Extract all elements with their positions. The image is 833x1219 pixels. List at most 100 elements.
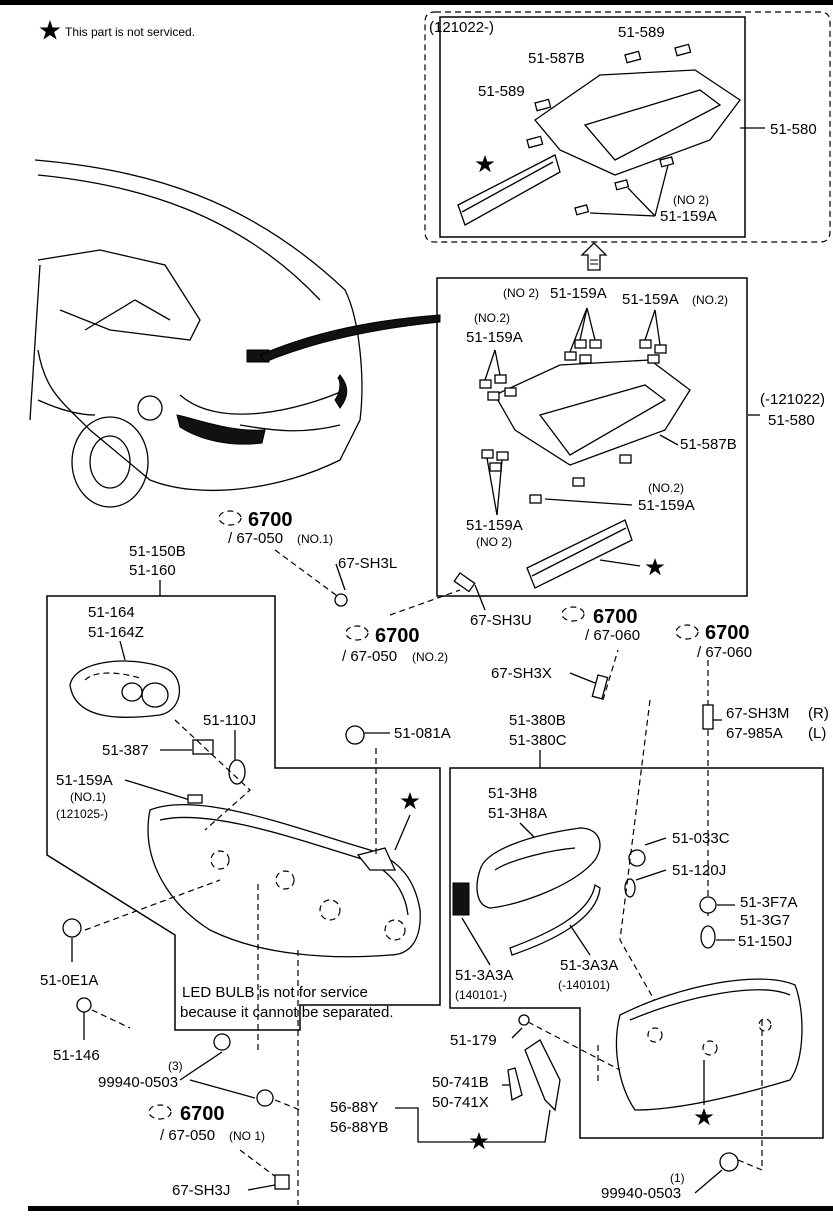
bulb-code-2: 6700 / 67-050 (NO.2) (342, 625, 448, 665)
socket-67-sh3l (334, 593, 348, 607)
top-border (0, 0, 833, 5)
clip-51-179 (518, 1014, 530, 1026)
bulb-code-5: 6700 / 67-050 (NO 1) (148, 1103, 265, 1144)
code-no1-5: (NO 1) (229, 1129, 265, 1143)
socket-51-387 (192, 739, 214, 755)
star-icon (645, 558, 665, 576)
bulb-icon (561, 606, 585, 622)
socket-67-sh3u (453, 572, 476, 593)
bulb-51-150j (700, 925, 716, 949)
code-67-060-3: / 67-060 (585, 627, 640, 644)
label-67-sh3l: 67-SH3L (338, 555, 397, 572)
label-51-159a-left: 51-159A (56, 772, 113, 789)
reflector-51-3a3a (452, 882, 470, 916)
nut-99940-right (719, 1152, 739, 1172)
not-serviced-note: This part is not serviced. (39, 20, 195, 40)
label-67-sh3x: 67-SH3X (491, 665, 552, 682)
label-51-160: 51-160 (129, 562, 176, 579)
label-67-sh3j: 67-SH3J (172, 1182, 230, 1199)
label-date-mid: (-121022) (760, 391, 825, 408)
star-icon (39, 20, 61, 40)
clip-51-146 (76, 997, 92, 1013)
socket-51-033c (628, 849, 646, 867)
label-no2-mid-bottom: (NO 2) (476, 535, 512, 549)
label-56-88y: 56-88Y (330, 1099, 378, 1116)
nut-99940-left (213, 1033, 231, 1051)
middle-inset-box: (NO 2) 51-159A 51-159A (NO.2) (NO.2) 51-… (436, 277, 825, 597)
label-no2-mid-top: (NO 2) (503, 286, 539, 300)
label-51-589-a: 51-589 (618, 24, 665, 41)
middle-frame (436, 277, 748, 597)
bulb-code-4: 6700 / 67-060 (675, 622, 752, 661)
label-51-587b-upper: 51-587B (528, 50, 585, 67)
code-6700-3: 6700 (593, 606, 638, 628)
led-note-line2: because it cannot be separated. (180, 1004, 394, 1021)
label-51-159a-mid-right: 51-159A (622, 291, 679, 308)
label-51-580-upper: 51-580 (770, 121, 817, 138)
label-51-0e1a: 51-0E1A (40, 972, 98, 989)
garnish-50-741 (524, 1039, 561, 1112)
code-67-060-4: / 67-060 (697, 644, 752, 661)
label-51-179: 51-179 (450, 1032, 497, 1049)
label-50-741b: 50-741B (432, 1074, 489, 1091)
label-qty1: (1) (670, 1171, 685, 1185)
label-51-033c: 51-033C (672, 830, 730, 847)
bulb-icon (345, 625, 369, 641)
label-99940-0503-right: 99940-0503 (601, 1185, 681, 1202)
label-51-120j: 51-120J (672, 862, 726, 879)
label-51-3a3a-2: 51-3A3A (560, 957, 618, 974)
code-6700-5: 6700 (180, 1103, 225, 1125)
socket-67-sh3m (702, 704, 714, 730)
star-icon (475, 155, 495, 173)
socket-67-sh3x (591, 674, 609, 700)
bulb-icon (675, 624, 699, 640)
code-6700-1: 6700 (248, 509, 293, 531)
label-67-sh3m: 67-SH3M (726, 705, 789, 722)
label-51-387: 51-387 (102, 742, 149, 759)
label-date-left: (121025-) (56, 807, 108, 821)
label-date-3a3a-2: (-140101) (558, 978, 610, 992)
label-51-159a-mid-low: 51-159A (638, 497, 695, 514)
label-no1-left: (NO.1) (70, 790, 106, 804)
note-text: This part is not serviced. (65, 25, 195, 39)
label-51-3a3a-1: 51-3A3A (455, 967, 513, 984)
bulb-51-120j (624, 878, 636, 898)
label-51-587b-mid: 51-587B (680, 436, 737, 453)
label-56-88yb: 56-88YB (330, 1119, 388, 1136)
label-51-150b: 51-150B (129, 543, 186, 560)
label-99940-0503-left: 99940-0503 (98, 1074, 178, 1091)
upper-date: (121022-) (429, 19, 494, 36)
star-icon (694, 1108, 714, 1126)
label-51-081a: 51-081A (394, 725, 451, 742)
label-no2-mid-low: (NO.2) (648, 481, 684, 495)
leader-wedge (259, 314, 441, 363)
label-51-380b: 51-380B (509, 712, 566, 729)
upper-frame (439, 16, 746, 238)
tail-lamp-location-left (176, 414, 266, 445)
label-51-3g7: 51-3G7 (740, 912, 790, 929)
label-no2-upper: (NO 2) (673, 193, 709, 207)
arrow-up-icon (580, 242, 608, 271)
code-6700-4: 6700 (705, 622, 750, 644)
star-icon (469, 1132, 489, 1150)
inner-lamp-body (615, 978, 803, 1111)
label-51-580-mid: 51-580 (768, 412, 815, 429)
spoiler-part (534, 69, 741, 176)
label-51-164: 51-164 (88, 604, 135, 621)
label-no2-mid-right: (NO.2) (692, 293, 728, 307)
bulb-51-110j (228, 759, 246, 785)
label-51-159a-mid-top: 51-159A (550, 285, 607, 302)
label-51-159a-upper: 51-159A (660, 208, 717, 225)
socket-51-081a (345, 725, 365, 745)
strip-51-3a3a (509, 883, 601, 956)
label-51-146: 51-146 (53, 1047, 100, 1064)
socket-51-3f7a (699, 896, 717, 914)
spoiler-part-mid (494, 359, 691, 466)
bulb-code-1: 6700 / 67-050 (NO.1) (218, 509, 333, 547)
code-67-050-1: / 67-050 (228, 530, 283, 547)
label-67-985a: 67-985A (726, 725, 783, 742)
label-qty3: (3) (168, 1059, 183, 1073)
label-50-741x: 50-741X (432, 1094, 489, 1111)
code-67-050-5: / 67-050 (160, 1127, 215, 1144)
pad-51-159a-left (187, 794, 203, 804)
